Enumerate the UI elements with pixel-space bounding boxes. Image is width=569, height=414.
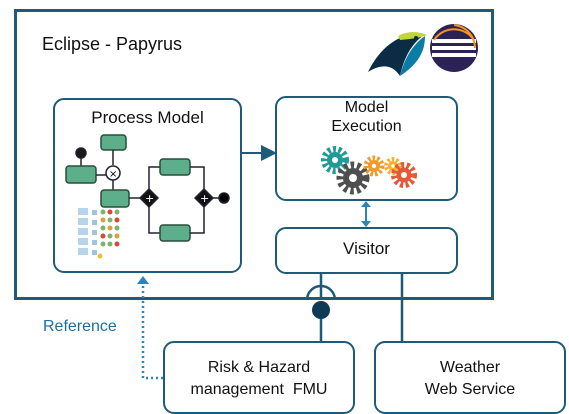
risk-hazard-fmu-label: Risk & Hazard management FMU xyxy=(163,357,355,401)
model-execution-title: Model Execution xyxy=(275,98,458,136)
weather-web-service-label: Weather Web Service xyxy=(374,357,566,401)
fmu-line1: Risk & Hazard xyxy=(207,359,311,376)
weather-line1: Weather xyxy=(439,359,501,376)
visitor-box xyxy=(275,227,458,274)
weather-line2: Web Service xyxy=(424,381,516,398)
platform-title: Eclipse - Papyrus xyxy=(42,34,183,54)
model-execution-line1: Model xyxy=(344,99,389,116)
reference-label: Reference xyxy=(43,318,117,335)
model-execution-line2: Execution xyxy=(331,118,402,135)
process-model-title: Process Model xyxy=(91,108,204,127)
fmu-line2: management FMU xyxy=(190,381,328,398)
visitor-label: Visitor xyxy=(343,239,390,258)
